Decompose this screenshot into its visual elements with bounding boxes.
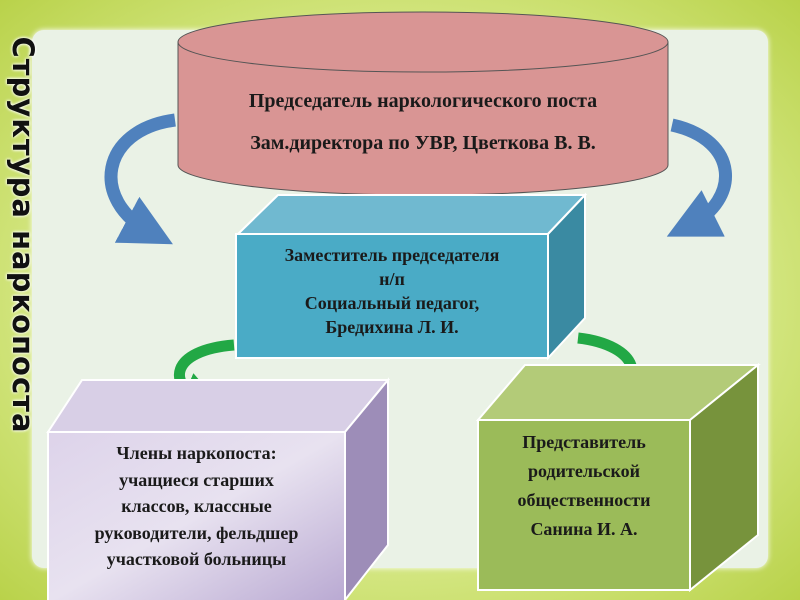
deputy-line-3: Социальный педагог, (304, 293, 480, 313)
chair-text: Председатель наркологического поста Зам.… (178, 80, 668, 164)
parents-text: Представитель родительской общественност… (478, 428, 690, 544)
members-line-4: руководители, фельдшер (94, 522, 299, 543)
right-blue-arrow (666, 118, 732, 237)
parents-line-2: родительской (528, 461, 640, 481)
parents-line-1: Представитель (522, 432, 646, 452)
deputy-line-2: н/п (379, 269, 405, 289)
deputy-text: Заместитель председателя н/п Социальный … (236, 243, 548, 339)
members-line-1: Члены наркопоста: (116, 443, 277, 463)
parents-box (475, 362, 761, 593)
slide-title: Структура наркопоста (6, 36, 40, 434)
chair-name: Зам.директора по УВР, Цветкова В. В. (250, 132, 596, 154)
parents-line-4: Санина И. А. (530, 519, 638, 539)
chair-cylinder (177, 11, 669, 196)
members-line-3: классов, классные (121, 496, 272, 516)
parents-line-3: общественности (517, 490, 651, 510)
deputy-line-4: Бредихина Л. И. (325, 317, 459, 337)
members-line-5: участковой больницы (106, 549, 287, 569)
deputy-box (235, 192, 588, 361)
left-blue-arrow (104, 113, 177, 245)
deputy-line-1: Заместитель председателя (284, 245, 500, 265)
members-line-2: учащиеся старших (119, 469, 274, 490)
chair-title: Председатель наркологического поста (248, 90, 598, 112)
members-text: Члены наркопоста: учащиеся старших класс… (48, 440, 345, 573)
members-box (46, 377, 391, 600)
